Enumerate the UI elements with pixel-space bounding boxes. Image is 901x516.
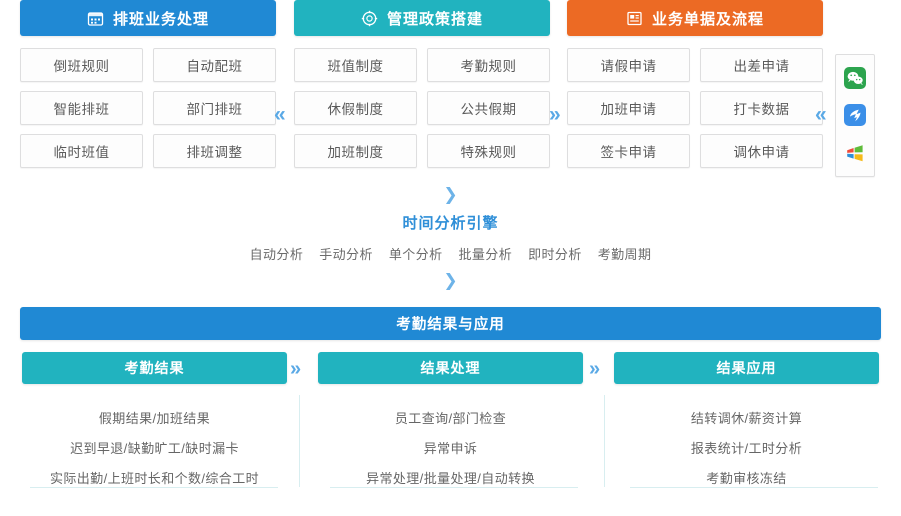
engine-item-batch-analysis: 批量分析 (458, 247, 513, 262)
cell-business-trip-application[interactable]: 出差申请 (700, 48, 823, 82)
separator-bottom-1-2: » (290, 358, 302, 380)
cell-leave-system[interactable]: 休假制度 (294, 91, 417, 125)
engine-item-manual-analysis: 手动分析 (319, 247, 373, 262)
windows-icon[interactable] (844, 142, 866, 164)
bottom-column-processing-list: 员工查询/部门检查 异常申诉 异常处理/批量处理/自动转换 (318, 404, 583, 494)
list-item: 异常处理/批量处理/自动转换 (366, 471, 535, 486)
top-pillars-row: 排班业务处理 倒班规则 自动配班 智能排班 部门排班 临时班值 排班调整 (0, 0, 901, 182)
integration-icon-rail (835, 54, 875, 177)
bottom-column-results-list: 假期结果/加班结果 迟到早退/缺勤旷工/缺时漏卡 实际出勤/上班时长和个数/综合… (22, 404, 287, 494)
bottom-column-application-header: 结果应用 (614, 352, 879, 384)
engine-item-single-analysis: 单个分析 (388, 247, 443, 262)
pillar-documents-header: 业务单据及流程 (567, 0, 823, 36)
bottom-column-results-header: 考勤结果 (22, 352, 287, 384)
cell-smart-scheduling[interactable]: 智能排班 (20, 91, 143, 125)
results-banner: 考勤结果与应用 (20, 307, 881, 340)
wechat-icon[interactable] (844, 66, 866, 89)
cell-special-rule[interactable]: 特殊规则 (427, 134, 550, 168)
calendar-icon (87, 10, 104, 27)
bottom-column-processing: 结果处理 员工查询/部门检查 异常申诉 异常处理/批量处理/自动转换 (318, 352, 583, 494)
cell-overtime-system[interactable]: 加班制度 (294, 134, 417, 168)
separator-pillar-1-2: « (274, 103, 286, 126)
pillar-scheduling-header: 排班业务处理 (20, 0, 276, 36)
separator-bottom-2-3: » (589, 358, 601, 380)
engine-item-realtime-analysis: 即时分析 (528, 247, 582, 262)
down-chevron-bottom-icon: ❯ (443, 271, 458, 290)
list-item: 考勤审核冻结 (706, 471, 787, 486)
bottom-column-application-list: 结转调休/薪资计算 报表统计/工时分析 考勤审核冻结 (614, 404, 879, 494)
list-item: 假期结果/加班结果 (98, 411, 211, 426)
divider-vertical-left (299, 395, 300, 487)
down-chevron-top-icon: ❯ (443, 185, 458, 204)
pillar-policy-title: 管理政策搭建 (386, 10, 483, 28)
pillar-policy: 管理政策搭建 班值制度 考勤规则 休假制度 公共假期 加班制度 特殊规则 (294, 0, 550, 168)
cell-schedule-adjustment[interactable]: 排班调整 (153, 134, 276, 168)
cell-leave-application[interactable]: 请假申请 (567, 48, 690, 82)
pillar-scheduling: 排班业务处理 倒班规则 自动配班 智能排班 部门排班 临时班值 排班调整 (20, 0, 276, 168)
bottom-column-processing-header: 结果处理 (318, 352, 583, 384)
cell-auto-assign-shift[interactable]: 自动配班 (153, 48, 276, 82)
cell-shift-system[interactable]: 班值制度 (294, 48, 417, 82)
dingtalk-icon[interactable] (844, 104, 866, 127)
pillar-documents-title: 业务单据及流程 (651, 10, 764, 28)
pillar-documents-cells: 请假申请 出差申请 加班申请 打卡数据 签卡申请 调休申请 (567, 48, 823, 168)
bottom-column-results: 考勤结果 假期结果/加班结果 迟到早退/缺勤旷工/缺时漏卡 实际出勤/上班时长和… (22, 352, 287, 494)
engine-title: 时间分析引擎 (402, 215, 499, 232)
form-document-icon (626, 10, 643, 27)
list-item: 员工查询/部门检查 (394, 411, 507, 426)
list-item: 异常申诉 (423, 441, 478, 456)
engine-item-attendance-cycle: 考勤周期 (597, 247, 652, 262)
cell-temporary-shift[interactable]: 临时班值 (20, 134, 143, 168)
list-item: 结转调休/薪资计算 (690, 411, 803, 426)
divider-horizontal-3 (630, 487, 878, 488)
cell-compensatory-leave-application[interactable]: 调休申请 (700, 134, 823, 168)
time-analysis-engine: ❯ 时间分析引擎 自动分析 手动分析 单个分析 批量分析 即时分析 考勤周期 ❯ (0, 186, 901, 289)
divider-vertical-right (604, 395, 605, 487)
divider-horizontal-2 (330, 487, 578, 488)
cell-punch-data[interactable]: 打卡数据 (700, 91, 823, 125)
engine-item-list: 自动分析 手动分析 单个分析 批量分析 即时分析 考勤周期 (0, 244, 901, 263)
pillar-documents: 业务单据及流程 请假申请 出差申请 加班申请 打卡数据 签卡申请 调休申请 (567, 0, 823, 168)
list-item: 报表统计/工时分析 (690, 441, 803, 456)
engine-item-auto-analysis: 自动分析 (249, 247, 304, 262)
pillar-scheduling-cells: 倒班规则 自动配班 智能排班 部门排班 临时班值 排班调整 (20, 48, 276, 168)
bottom-column-application: 结果应用 结转调休/薪资计算 报表统计/工时分析 考勤审核冻结 (614, 352, 879, 494)
divider-horizontal-1 (30, 487, 278, 488)
cell-attendance-rule[interactable]: 考勤规则 (427, 48, 550, 82)
list-item: 迟到早退/缺勤旷工/缺时漏卡 (70, 441, 239, 456)
pillar-scheduling-title: 排班业务处理 (112, 10, 209, 28)
bottom-columns-row: 考勤结果 假期结果/加班结果 迟到早退/缺勤旷工/缺时漏卡 实际出勤/上班时长和… (0, 352, 901, 516)
policy-gear-icon (361, 10, 378, 27)
cell-public-holiday[interactable]: 公共假期 (427, 91, 550, 125)
list-item: 实际出勤/上班时长和个数/综合工时 (49, 471, 260, 486)
separator-pillar-3-rail: « (815, 103, 827, 126)
pillar-policy-cells: 班值制度 考勤规则 休假制度 公共假期 加班制度 特殊规则 (294, 48, 550, 168)
separator-pillar-2-3: » (549, 103, 561, 126)
cell-sign-card-application[interactable]: 签卡申请 (567, 134, 690, 168)
cell-overtime-application[interactable]: 加班申请 (567, 91, 690, 125)
pillar-policy-header: 管理政策搭建 (294, 0, 550, 36)
cell-shift-rotation-rule[interactable]: 倒班规则 (20, 48, 143, 82)
cell-department-scheduling[interactable]: 部门排班 (153, 91, 276, 125)
